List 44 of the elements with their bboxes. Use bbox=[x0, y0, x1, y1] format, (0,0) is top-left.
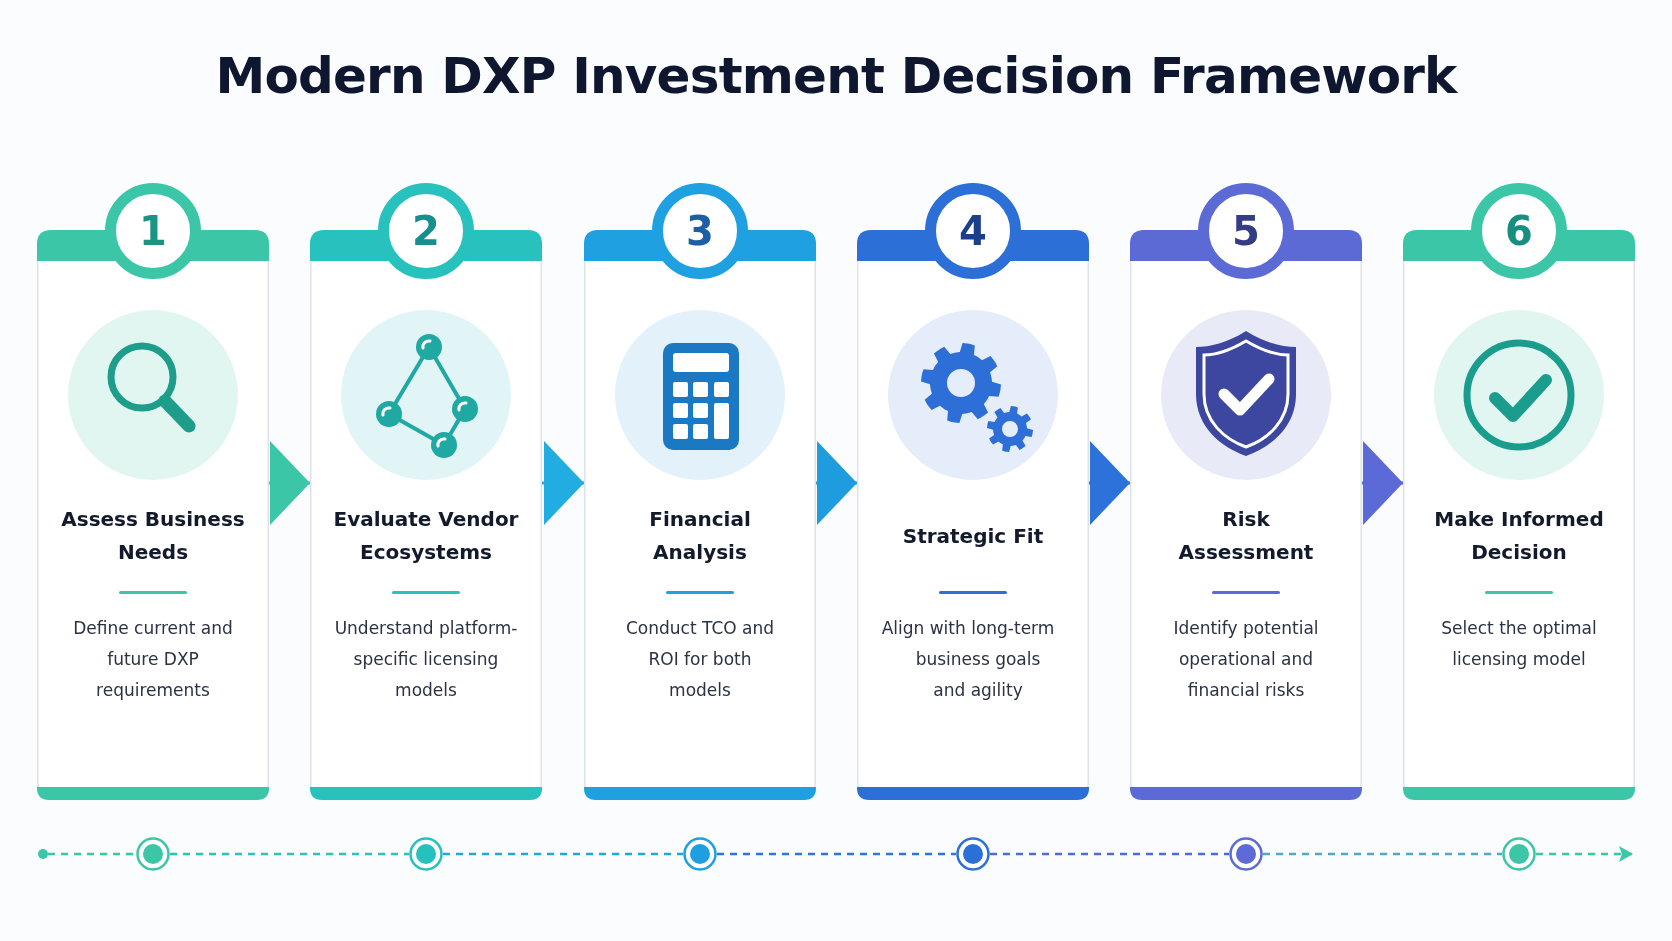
timeline-marker bbox=[1502, 837, 1536, 871]
step-number-badge: 1 bbox=[105, 183, 201, 279]
arrow bbox=[1362, 441, 1403, 525]
step-number-badge: 2 bbox=[378, 183, 474, 279]
timeline-marker bbox=[136, 837, 170, 871]
step-card bbox=[584, 183, 816, 800]
step-card bbox=[1130, 183, 1362, 800]
timeline-marker bbox=[956, 837, 990, 871]
step-title: Strategic Fit bbox=[902, 522, 1044, 550]
step-number-badge: 4 bbox=[925, 183, 1021, 279]
step-card bbox=[37, 183, 269, 800]
step-description: Understand platform-specific licensing models bbox=[333, 617, 519, 702]
timeline-marker bbox=[409, 837, 443, 871]
dashed-arrow bbox=[1536, 846, 1633, 862]
title: Modern DXP Investment Decision Framework bbox=[215, 46, 1457, 107]
arrow bbox=[1089, 441, 1130, 525]
dashed-line bbox=[48, 852, 136, 856]
step-description: Align with long-term business goals and agility bbox=[880, 617, 1056, 702]
step-title: Evaluate Vendor Ecosystems bbox=[332, 506, 520, 566]
dashed-line bbox=[990, 852, 1229, 856]
step-title: Financial Analysis bbox=[648, 506, 752, 566]
step-description: Define current and future DXP requirements bbox=[72, 617, 234, 702]
step-title: Assess Business Needs bbox=[60, 506, 246, 566]
timeline-marker bbox=[683, 837, 717, 871]
step-title: Make Informed Decision bbox=[1433, 506, 1605, 566]
step-number-badge: 3 bbox=[652, 183, 748, 279]
timeline-marker bbox=[1229, 837, 1263, 871]
step-description: Select the optimal licensing model bbox=[1440, 617, 1598, 671]
timeline-start-dot bbox=[38, 849, 48, 859]
step-description: Conduct TCO and ROI for both models bbox=[624, 617, 776, 702]
dashed-line bbox=[170, 852, 409, 856]
dashed-line bbox=[1263, 852, 1502, 856]
step-card bbox=[1403, 183, 1635, 800]
step-description: Identify potential operational and financial risks bbox=[1172, 617, 1320, 702]
dashed-line bbox=[443, 852, 683, 856]
arrow bbox=[542, 441, 584, 525]
step-card bbox=[310, 183, 542, 800]
step-number-badge: 6 bbox=[1471, 183, 1567, 279]
step-title: Risk Assessment bbox=[1177, 506, 1315, 566]
step-card bbox=[857, 183, 1089, 800]
arrow bbox=[269, 441, 310, 525]
arrow bbox=[816, 441, 857, 525]
step-number-badge: 5 bbox=[1198, 183, 1294, 279]
dashed-line bbox=[717, 852, 956, 856]
